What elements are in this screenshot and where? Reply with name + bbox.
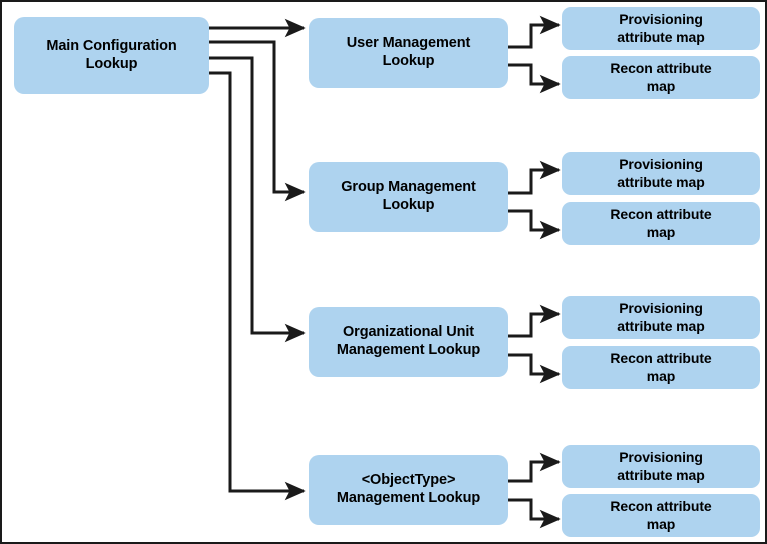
node-organizational-unit-management-lookup[interactable]: Organizational Unit Management Lookup — [309, 307, 508, 377]
edge-ou-to-provisioning — [508, 304, 561, 338]
node-group-recon-attribute-map[interactable]: Recon attribute map — [562, 202, 760, 245]
edge-ou-to-recon — [508, 353, 561, 384]
node-label: Provisioning attribute map — [617, 449, 705, 483]
node-label: Recon attribute map — [610, 60, 712, 94]
edge-objecttype-to-recon — [508, 498, 561, 529]
node-user-management-lookup[interactable]: User Management Lookup — [309, 18, 508, 88]
edge-group-to-recon — [508, 209, 561, 240]
node-label: Organizational Unit Management Lookup — [336, 324, 481, 358]
edge-group-to-provisioning — [508, 160, 561, 195]
node-label: <ObjectType> Management Lookup — [336, 472, 481, 506]
node-label: Recon attribute map — [610, 350, 712, 384]
node-label: Group Management Lookup — [341, 179, 476, 213]
node-label: User Management Lookup — [346, 35, 471, 69]
edge-root-to-objecttype — [209, 71, 306, 501]
node-label: Recon attribute map — [610, 498, 712, 532]
node-label: Provisioning attribute map — [617, 11, 705, 45]
node-objecttype-recon-attribute-map[interactable]: Recon attribute map — [562, 494, 760, 537]
node-label: Provisioning attribute map — [617, 300, 705, 334]
node-label: Main Configuration Lookup — [46, 37, 177, 72]
node-group-management-lookup[interactable]: Group Management Lookup — [309, 162, 508, 232]
node-ou-provisioning-attribute-map[interactable]: Provisioning attribute map — [562, 296, 760, 339]
node-user-recon-attribute-map[interactable]: Recon attribute map — [562, 56, 760, 99]
node-ou-recon-attribute-map[interactable]: Recon attribute map — [562, 346, 760, 389]
edge-root-to-ou — [209, 56, 306, 343]
node-objecttype-provisioning-attribute-map[interactable]: Provisioning attribute map — [562, 445, 760, 488]
node-group-provisioning-attribute-map[interactable]: Provisioning attribute map — [562, 152, 760, 195]
node-user-provisioning-attribute-map[interactable]: Provisioning attribute map — [562, 7, 760, 50]
node-main-configuration-lookup[interactable]: Main Configuration Lookup — [14, 17, 209, 94]
edge-user-to-provisioning — [508, 15, 561, 49]
node-label: Provisioning attribute map — [617, 156, 705, 190]
node-objecttype-management-lookup[interactable]: <ObjectType> Management Lookup — [309, 455, 508, 525]
edge-root-to-group — [209, 40, 306, 202]
edge-user-to-recon — [508, 63, 561, 94]
edge-objecttype-to-provisioning — [508, 452, 561, 483]
node-label: Recon attribute map — [610, 206, 712, 240]
